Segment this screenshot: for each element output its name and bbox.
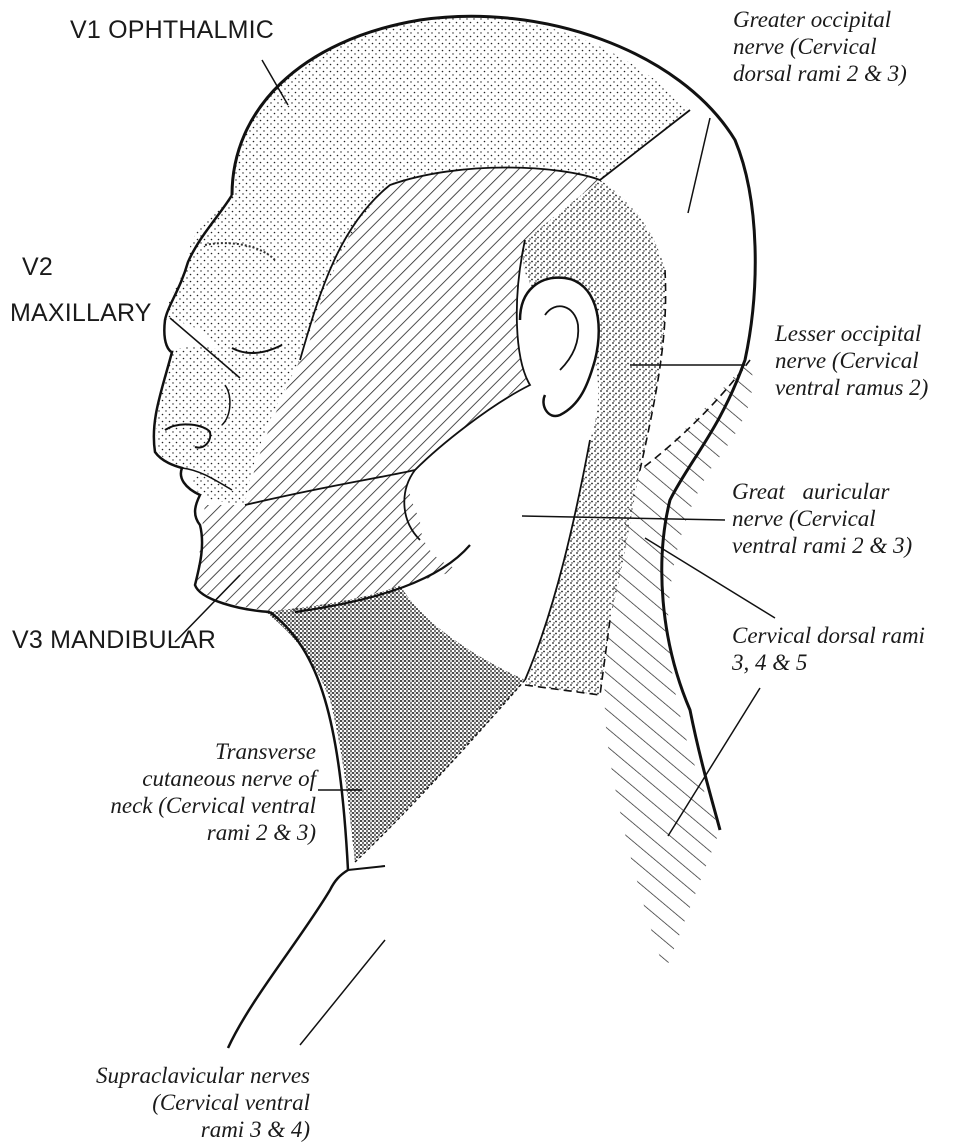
label-greater-occipital: Greater occipital nerve (Cervical dorsal… — [733, 6, 907, 87]
label-line: neck (Cervical ventral — [70, 792, 316, 819]
label-cervical-dorsal: Cervical dorsal rami 3, 4 & 5 — [732, 622, 925, 676]
label-line: dorsal rami 2 & 3) — [733, 60, 907, 87]
label-line: Lesser occipital — [775, 320, 928, 347]
label-line: 3, 4 & 5 — [732, 649, 925, 676]
label-line: cutaneous nerve of — [70, 765, 316, 792]
leader-supraclavicular — [300, 940, 385, 1045]
label-line: ventral ramus 2) — [775, 374, 928, 401]
label-line: rami 2 & 3) — [70, 819, 316, 846]
label-transverse-cutaneous: Transverse cutaneous nerve of neck (Cerv… — [70, 738, 316, 846]
label-v2-maxillary: MAXILLARY — [10, 299, 152, 328]
label-v3-mandibular: V3 MANDIBULAR — [12, 626, 216, 655]
label-great-auricular: Great auricular nerve (Cervical ventral … — [732, 478, 912, 559]
label-line: nerve (Cervical — [733, 33, 907, 60]
label-supraclavicular: Supraclavicular nerves (Cervical ventral… — [20, 1062, 310, 1143]
ear — [520, 278, 599, 416]
label-line: ventral rami 2 & 3) — [732, 532, 912, 559]
label-line: rami 3 & 4) — [20, 1116, 310, 1143]
label-line: Great auricular — [732, 478, 912, 505]
label-line: Transverse — [70, 738, 316, 765]
label-v2: V2 — [22, 253, 53, 282]
label-line: nerve (Cervical — [775, 347, 928, 374]
label-lesser-occipital: Lesser occipital nerve (Cervical ventral… — [775, 320, 928, 401]
label-line: nerve (Cervical — [732, 505, 912, 532]
label-line: Greater occipital — [733, 6, 907, 33]
label-line: (Cervical ventral — [20, 1089, 310, 1116]
label-v1-ophthalmic: V1 OPHTHALMIC — [70, 16, 274, 45]
neck-notch — [348, 866, 385, 870]
leader-greater-occipital — [688, 118, 710, 213]
label-line: Supraclavicular nerves — [20, 1062, 310, 1089]
label-line: Cervical dorsal rami — [732, 622, 925, 649]
